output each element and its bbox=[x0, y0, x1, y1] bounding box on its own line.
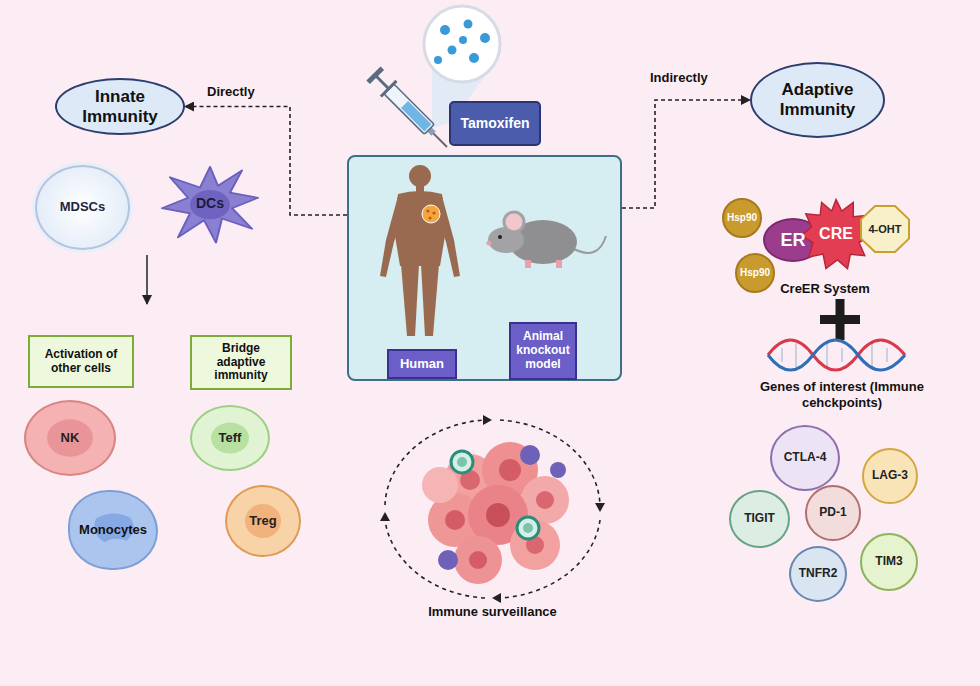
checkpoint-circle: CTLA-4 bbox=[770, 425, 840, 491]
category-box: Bridge adaptive immunity bbox=[190, 335, 292, 390]
node-text: PD-1 bbox=[810, 506, 856, 520]
tumor-cluster bbox=[422, 442, 569, 584]
node-text: Adaptive Immunity bbox=[766, 80, 869, 119]
down-arrow bbox=[146, 255, 148, 304]
node-text: CTLA-4 bbox=[775, 451, 835, 465]
node-text: ER bbox=[769, 230, 817, 251]
drug-box: Tamoxifen bbox=[449, 101, 541, 146]
node-text: NK bbox=[30, 431, 110, 446]
cell-node: MDSCs bbox=[35, 165, 130, 250]
checkpoint-circle: TIGIT bbox=[729, 490, 790, 548]
caption-label: Genes of interest (Immune cehckpoints) bbox=[757, 379, 927, 410]
syringe bbox=[366, 66, 455, 155]
cycle-arrowheads bbox=[380, 415, 605, 603]
caption-label: Immune surveillance bbox=[410, 604, 575, 620]
panel-box: Human Animal knockout model bbox=[347, 155, 622, 381]
checkpoint-circle: TNFR2 bbox=[789, 546, 847, 602]
node-text: Innate Immunity bbox=[71, 87, 169, 126]
edge-label: Directly bbox=[205, 84, 257, 100]
node-text: TIGIT bbox=[734, 512, 785, 526]
node-text: Monocytes bbox=[72, 523, 154, 538]
ellipse-node: Innate Immunity bbox=[55, 78, 185, 135]
cell-node: Monocytes bbox=[68, 490, 158, 570]
node-text: CRE bbox=[806, 225, 866, 243]
node-text: Bridge adaptive immunity bbox=[197, 342, 285, 383]
dendritic-cell: DCs bbox=[160, 160, 260, 246]
node-text: TNFR2 bbox=[794, 567, 842, 581]
caption-label: CreER System bbox=[770, 281, 880, 297]
node-text: Human bbox=[393, 357, 451, 372]
node-text: Hsp90 bbox=[726, 212, 758, 224]
dashed-connector bbox=[622, 100, 750, 208]
protein-circle: Hsp90 bbox=[722, 198, 762, 238]
node-text: Tamoxifen bbox=[457, 115, 533, 131]
edge-label: Indirectly bbox=[648, 70, 710, 86]
node-text: Animal knockout model bbox=[515, 330, 571, 371]
node-text: TIM3 bbox=[865, 555, 913, 569]
cell-node: Teff bbox=[190, 405, 270, 471]
plus-sign bbox=[820, 299, 860, 340]
ellipse-node: Adaptive Immunity bbox=[750, 62, 885, 138]
node-text: Activation of other cells bbox=[35, 348, 127, 376]
category-box: Activation of other cells bbox=[28, 335, 134, 388]
node-text: LAG-3 bbox=[867, 469, 913, 483]
checkpoint-circle: PD-1 bbox=[805, 485, 861, 541]
human-figure bbox=[380, 165, 460, 336]
checkpoint-circle: LAG-3 bbox=[862, 448, 918, 504]
star-node: CRE bbox=[800, 198, 872, 270]
checkpoint-circle: TIM3 bbox=[860, 533, 918, 591]
node-text: 4-OHT bbox=[862, 223, 908, 236]
cell-node: Treg bbox=[225, 485, 301, 557]
node-text: Treg bbox=[231, 514, 295, 529]
protein-circle: Hsp90 bbox=[735, 253, 775, 293]
cycle-arrows bbox=[385, 420, 600, 598]
label-box: Human bbox=[387, 349, 457, 379]
mouse-figure bbox=[487, 212, 607, 268]
node-text: Teff bbox=[196, 431, 264, 446]
node-text: MDSCs bbox=[43, 200, 122, 215]
node-text: DCs bbox=[166, 195, 254, 211]
cell-node: NK bbox=[24, 400, 116, 476]
label-box: Animal knockout model bbox=[509, 322, 577, 380]
dna-strand bbox=[768, 340, 905, 370]
octagon-node: 4-OHT bbox=[860, 205, 910, 253]
node-text: Hsp90 bbox=[739, 267, 771, 279]
